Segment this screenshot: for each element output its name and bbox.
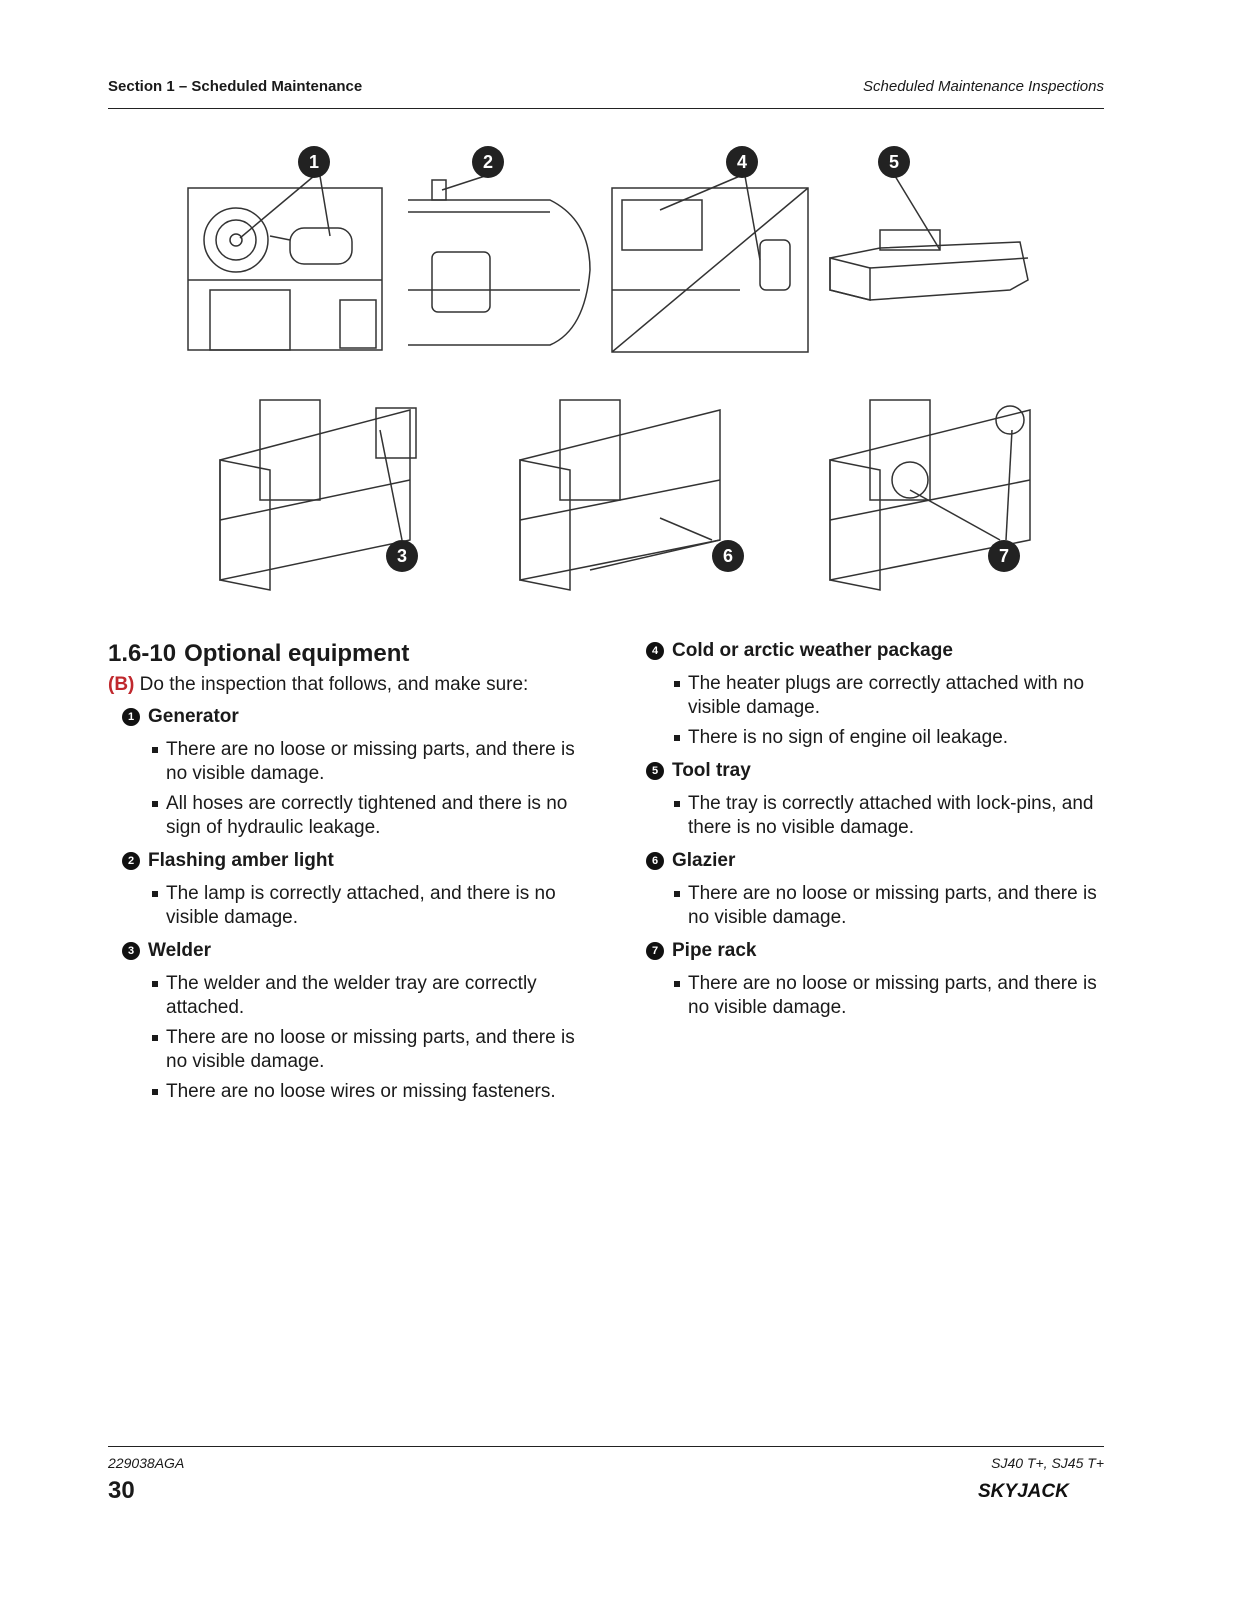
bullet-list: There are no loose or missing parts, and… bbox=[646, 972, 1116, 1020]
right-column: 4 Cold or arctic weather package The hea… bbox=[646, 640, 1116, 1030]
document-id: 229038AGA bbox=[108, 1455, 185, 1471]
list-item: All hoses are correctly tightened and th… bbox=[108, 792, 588, 840]
glazier-basket bbox=[519, 399, 721, 591]
list-item: There are no loose or missing parts, and… bbox=[108, 738, 588, 786]
item-heading: 7 Pipe rack bbox=[646, 940, 1116, 962]
intro-paragraph: (B) Do the inspection that follows, and … bbox=[108, 674, 588, 696]
section-label: Section 1 – Scheduled Maintenance bbox=[108, 78, 363, 95]
list-item: There are no loose or missing parts, and… bbox=[646, 882, 1116, 930]
item-number-badge: 4 bbox=[646, 642, 664, 660]
list-item: The lamp is correctly attached, and ther… bbox=[108, 882, 588, 930]
callout-3: 3 bbox=[386, 540, 418, 572]
welder-basket bbox=[219, 399, 417, 591]
equipment-illustration bbox=[187, 175, 1031, 591]
list-item: There are no loose wires or missing fast… bbox=[108, 1080, 588, 1104]
pipe-rack-basket bbox=[829, 399, 1031, 591]
intro-tag: (B) bbox=[108, 674, 135, 695]
generator-panel bbox=[187, 187, 383, 351]
callout-5: 5 bbox=[878, 146, 910, 178]
item-number-badge: 3 bbox=[122, 942, 140, 960]
item-title: Cold or arctic weather package bbox=[672, 640, 953, 661]
item-heading: 4 Cold or arctic weather package bbox=[646, 640, 1116, 662]
callout-4: 4 bbox=[726, 146, 758, 178]
list-item: There is no sign of engine oil leakage. bbox=[646, 726, 1116, 750]
item-heading: 1 Generator bbox=[122, 706, 588, 728]
item-title: Welder bbox=[148, 940, 212, 961]
page-header: Section 1 – Scheduled Maintenance Schedu… bbox=[108, 76, 1104, 109]
item-number-badge: 2 bbox=[122, 852, 140, 870]
item-title: Flashing amber light bbox=[148, 850, 334, 871]
optional-equipment-figure: 1 2 4 5 3 6 7 bbox=[180, 140, 1060, 600]
left-column: 1.6-10 Optional equipment (B) Do the insp… bbox=[108, 640, 588, 1114]
callout-1: 1 bbox=[298, 146, 330, 178]
bullet-list: The lamp is correctly attached, and ther… bbox=[108, 882, 588, 930]
model-label: SJ40 T+, SJ45 T+ bbox=[991, 1455, 1104, 1471]
skyjack-logo: SKYJACK bbox=[978, 1481, 1070, 1501]
section-title: Optional equipment bbox=[184, 640, 410, 667]
page-footer: 229038AGA 30 SJ40 T+, SJ45 T+ SKYJACK bbox=[108, 1446, 1104, 1507]
list-item: The welder and the welder tray are corre… bbox=[108, 972, 588, 1020]
item-heading: 5 Tool tray bbox=[646, 760, 1116, 782]
list-item: The heater plugs are correctly attached … bbox=[646, 672, 1116, 720]
bullet-list: There are no loose or missing parts, and… bbox=[108, 738, 588, 840]
logo-text: SKYJACK bbox=[978, 1481, 1070, 1501]
list-item: The tray is correctly attached with lock… bbox=[646, 792, 1116, 840]
item-title: Generator bbox=[148, 706, 239, 727]
list-item: There are no loose or missing parts, and… bbox=[108, 1026, 588, 1074]
item-heading: 3 Welder bbox=[122, 940, 588, 962]
bullet-list: The heater plugs are correctly attached … bbox=[646, 672, 1116, 750]
item-title: Glazier bbox=[672, 850, 736, 871]
item-number-badge: 1 bbox=[122, 708, 140, 726]
bullet-list: The welder and the welder tray are corre… bbox=[108, 972, 588, 1104]
section-heading: 1.6-10 Optional equipment bbox=[108, 640, 588, 668]
item-title: Tool tray bbox=[672, 760, 751, 781]
callout-6: 6 bbox=[712, 540, 744, 572]
section-number: 1.6-10 bbox=[108, 640, 177, 667]
bullet-list: There are no loose or missing parts, and… bbox=[646, 882, 1116, 930]
intro-text: Do the inspection that follows, and make… bbox=[139, 674, 529, 695]
chapter-label: Scheduled Maintenance Inspections bbox=[863, 78, 1104, 95]
item-heading: 6 Glazier bbox=[646, 850, 1116, 872]
item-heading: 2 Flashing amber light bbox=[122, 850, 588, 872]
item-number-badge: 7 bbox=[646, 942, 664, 960]
callout-7: 7 bbox=[988, 540, 1020, 572]
item-number-badge: 5 bbox=[646, 762, 664, 780]
list-item: There are no loose or missing parts, and… bbox=[646, 972, 1116, 1020]
item-title: Pipe rack bbox=[672, 940, 757, 961]
page-number: 30 bbox=[108, 1477, 135, 1504]
callout-2: 2 bbox=[472, 146, 504, 178]
item-number-badge: 6 bbox=[646, 852, 664, 870]
amber-light-panel bbox=[408, 199, 591, 346]
bullet-list: The tray is correctly attached with lock… bbox=[646, 792, 1116, 840]
